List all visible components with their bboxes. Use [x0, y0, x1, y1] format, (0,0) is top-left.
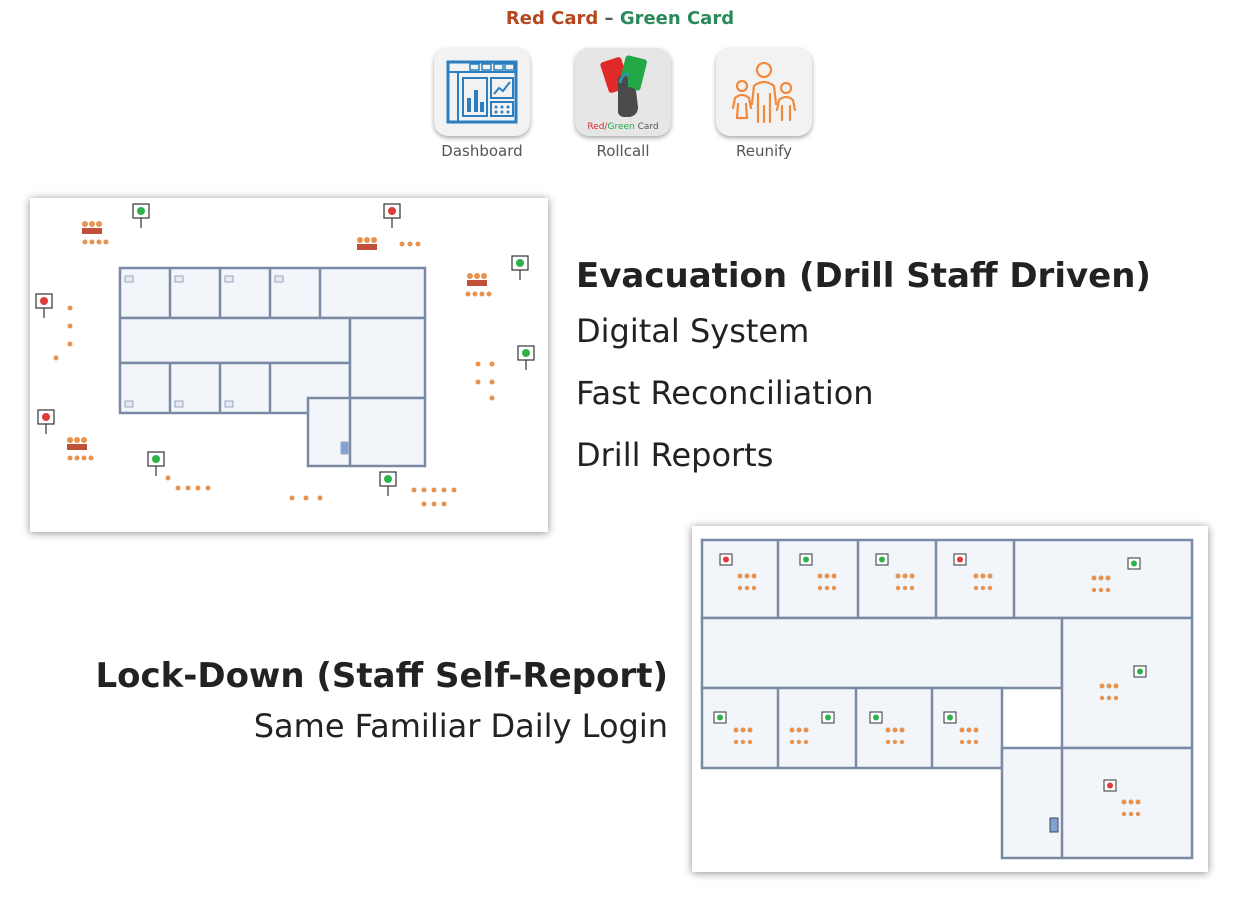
evacuation-floorplan — [35, 203, 535, 507]
evacuation-heading: Evacuation (Drill Staff Driven) — [576, 256, 1151, 296]
title-green-card: Green Card — [619, 8, 735, 29]
lockdown-floorplan — [700, 538, 1194, 860]
app-reunify[interactable]: Reunify — [714, 48, 814, 160]
dashboard-button[interactable] — [434, 48, 530, 136]
reunify-button[interactable] — [716, 48, 812, 136]
card-text-red: Red/ — [587, 122, 608, 132]
family-icon — [731, 61, 797, 124]
lockdown-map — [692, 526, 1208, 872]
app-rollcall[interactable]: Red/Green Card Rollcall — [573, 48, 673, 160]
rollcall-button[interactable]: Red/Green Card — [575, 48, 671, 136]
evacuation-item-reconciliation: Fast Reconciliation — [576, 374, 874, 412]
lockdown-heading: Lock-Down (Staff Self-Report) — [95, 656, 668, 696]
lockdown-text: Lock-Down (Staff Self-Report) Same Famil… — [95, 654, 668, 754]
evacuation-map — [30, 198, 548, 532]
evacuation-text: Evacuation (Drill Staff Driven) Digital … — [576, 254, 1151, 486]
evacuation-item-reports: Drill Reports — [576, 436, 774, 474]
dashboard-label: Dashboard — [441, 142, 523, 160]
page-title: Red Card – Green Card — [0, 8, 1240, 29]
title-red-card: Red Card — [505, 8, 599, 29]
red-green-card-icon — [600, 55, 647, 117]
dashboard-icon — [446, 60, 518, 124]
rollcall-label: Rollcall — [596, 142, 650, 160]
card-text-green: Green — [607, 122, 635, 132]
reunify-label: Reunify — [735, 142, 793, 160]
lockdown-item-login: Same Familiar Daily Login — [253, 707, 668, 745]
title-separator: – — [604, 8, 614, 29]
app-dashboard[interactable]: Dashboard — [432, 48, 532, 160]
rollcall-card-text: Red/Green Card — [575, 122, 671, 132]
card-text-rest: Card — [634, 122, 659, 132]
evacuation-item-digital: Digital System — [576, 312, 810, 350]
